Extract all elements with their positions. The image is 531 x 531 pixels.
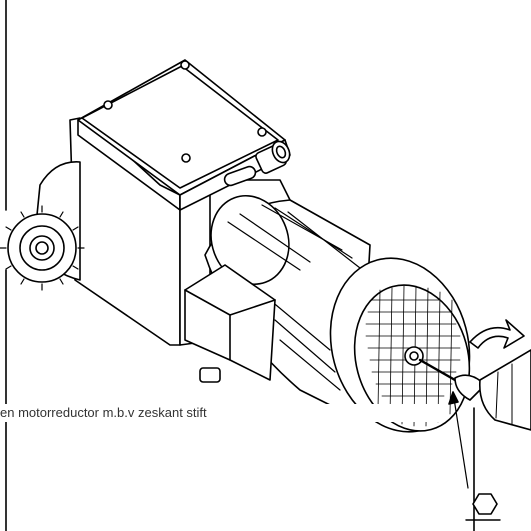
fan-cover [329, 257, 471, 433]
lid-screw-icon [181, 153, 191, 163]
lid-screw-icon [257, 127, 267, 137]
lid-screw-icon [180, 60, 190, 70]
lid-screw-icon [103, 100, 113, 110]
hex-key-icon [418, 349, 531, 431]
caption-text: en motorreductor m.b.v zeskant stift [0, 404, 440, 422]
cable-gland-icon [255, 140, 291, 174]
hexagon-symbol-icon [465, 493, 501, 521]
housing-slot [223, 165, 257, 187]
motor-terminal-box [184, 264, 276, 383]
frame-border [5, 0, 475, 531]
callout-pointer [448, 391, 469, 489]
sprocket-icon [0, 205, 85, 291]
drain-plug-icon [199, 367, 221, 383]
rotate-arrow-icon [469, 319, 525, 349]
